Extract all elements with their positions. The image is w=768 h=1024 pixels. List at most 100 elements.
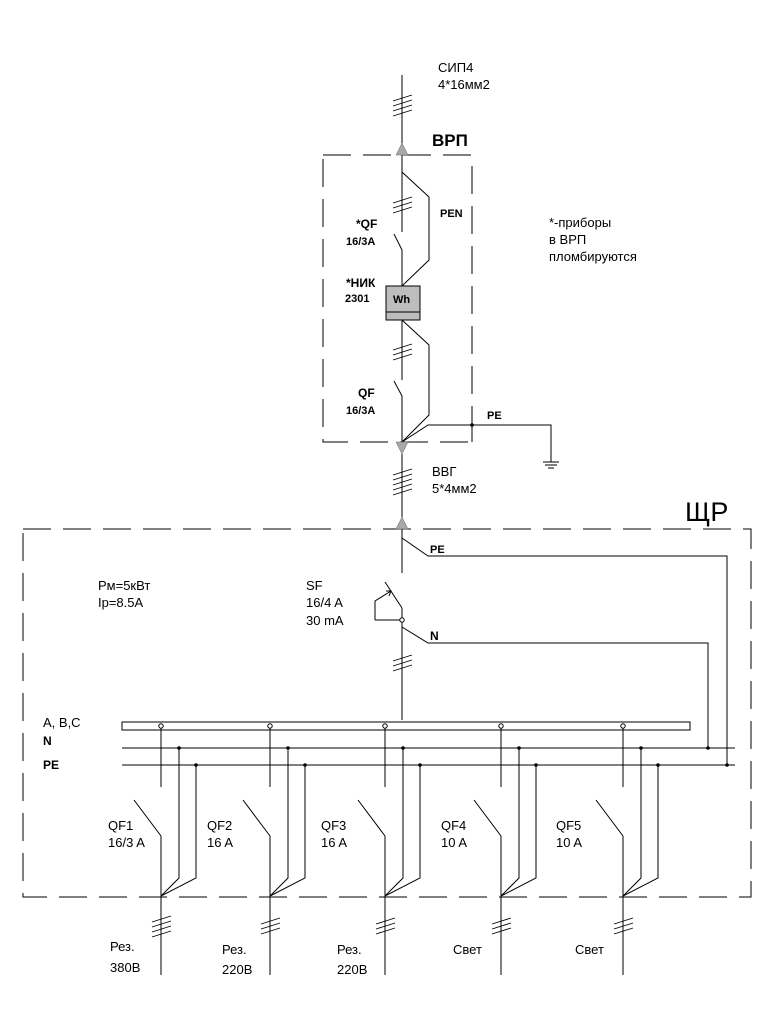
feeder-name: QF4 [441, 818, 466, 833]
load-voltage: 380В [110, 960, 140, 975]
rcd-leak: 30 mA [306, 613, 344, 628]
shr-enclosure: ЩР Pм=5кВт Ip=8.5A PE SF 16/4 A 30 mA N … [22, 497, 752, 898]
feeder-3: QF3 16 A Рез. 220В [321, 723, 422, 977]
pen-label: PEN [440, 208, 463, 220]
input-terminal-icon [395, 142, 409, 156]
pe-label-vrp: PE [487, 410, 502, 422]
cable-tick [151, 930, 172, 938]
meter-symbol: Wh [393, 294, 410, 306]
n-wire [500, 748, 520, 897]
feeder-4: QF4 10 A Свет [441, 723, 538, 975]
input-cable-type: СИП4 [438, 60, 473, 75]
phase-tap [158, 723, 164, 729]
feeder-1: QF1 16/3 A Рез. 380В [108, 723, 198, 975]
link-cable-type: ВВГ [432, 464, 456, 479]
rcd-icon [374, 581, 405, 623]
cable-tick [491, 927, 512, 935]
meter-icon [385, 285, 421, 321]
pe-wire [384, 765, 421, 897]
breaker-contact [357, 799, 386, 837]
cable-tick [375, 922, 396, 930]
cable-tick [375, 917, 396, 925]
cable-tick [613, 917, 634, 925]
pe-wire [269, 765, 306, 897]
pe-label-shr: PE [430, 544, 445, 556]
input-cable: СИП4 4*16мм2 [392, 60, 490, 145]
load-name: Свет [453, 942, 482, 957]
breaker-bottom-name: QF [358, 386, 375, 400]
meter-model: 2301 [345, 293, 369, 305]
link-cable: ВВГ 5*4мм2 [392, 454, 477, 520]
cable-tick [491, 922, 512, 930]
bus-label-abc: A, B,C [43, 715, 81, 730]
cable-tick [613, 922, 634, 930]
breaker-contact [242, 799, 271, 837]
feeder-name: QF2 [207, 818, 232, 833]
shr-title: ЩР [685, 497, 728, 527]
breaker-contact [595, 799, 624, 837]
cable-tick [260, 922, 281, 930]
feeder-rating: 16 A [321, 835, 347, 850]
feeder-name: QF1 [108, 818, 133, 833]
cable-tick [260, 917, 281, 925]
bus-label-pe: PE [43, 758, 59, 772]
load-name: Рез. [110, 939, 135, 954]
output-terminal-icon [395, 441, 409, 455]
pe-wire [622, 765, 659, 897]
cable-tick [151, 920, 172, 928]
power-label: Pм=5кВт [98, 578, 150, 593]
n-wire [269, 748, 289, 897]
meter-name: *НИК [346, 276, 376, 290]
cable-tick [260, 927, 281, 935]
link-cable-section: 5*4мм2 [432, 481, 477, 496]
load-name: Рез. [337, 942, 362, 957]
pe-wire [500, 765, 537, 897]
load-voltage: 220В [337, 962, 367, 977]
n-wire [384, 748, 404, 897]
pe-wire [160, 765, 197, 897]
feeder-name: QF5 [556, 818, 581, 833]
current-label: Ip=8.5A [98, 595, 144, 610]
rcd-name: SF [306, 578, 323, 593]
phase-tap [498, 723, 504, 729]
breaker-top-rating: 16/3А [346, 236, 375, 248]
breaker-top-name: *QF [356, 217, 377, 231]
cable-tick [375, 927, 396, 935]
feeder-rating: 10 A [441, 835, 467, 850]
feeder-rating: 16 A [207, 835, 233, 850]
feeder-2: QF2 16 A Рез. 220В [207, 723, 307, 977]
breaker-bottom-rating: 16/3А [346, 405, 375, 417]
feeder-rating: 10 A [556, 835, 582, 850]
breaker-contact [133, 799, 162, 837]
note-line-2: в ВРП [549, 232, 586, 247]
input-cable-section: 4*16мм2 [438, 77, 490, 92]
load-name: Рез. [222, 942, 247, 957]
breaker-top-contact [393, 233, 403, 251]
note-line-1: *-приборы [549, 215, 611, 230]
note-line-3: пломбируются [549, 249, 637, 264]
shr-input-terminal-icon [395, 516, 409, 530]
load-voltage: 220В [222, 962, 252, 977]
phase-busbar [121, 721, 691, 731]
vrp-title: ВРП [432, 131, 468, 150]
cable-tick [613, 927, 634, 935]
ground-icon [543, 461, 559, 469]
n-wire [622, 748, 642, 897]
feeder-rating: 16/3 A [108, 835, 145, 850]
bus-label-n: N [43, 734, 52, 748]
feeder-name: QF3 [321, 818, 346, 833]
phase-tap [382, 723, 388, 729]
phase-tap [267, 723, 273, 729]
feeder-5: QF5 10 A Свет [556, 723, 660, 975]
breaker-contact [473, 799, 502, 837]
load-name: Свет [575, 942, 604, 957]
phase-tap [620, 723, 626, 729]
seal-note: *-приборы в ВРП пломбируются [549, 215, 637, 264]
feeders: QF1 16/3 A Рез. 380В QF2 16 A Рез. 220В QF3 16 A Р… [108, 723, 660, 977]
vrp-enclosure: ВРП *QF 16/3А PEN Wh *НИК 2301 QF 16/3А [322, 131, 559, 469]
cable-tick [491, 917, 512, 925]
n-label-shr: N [430, 629, 439, 643]
n-wire [160, 748, 180, 897]
cable-tick [151, 925, 172, 933]
